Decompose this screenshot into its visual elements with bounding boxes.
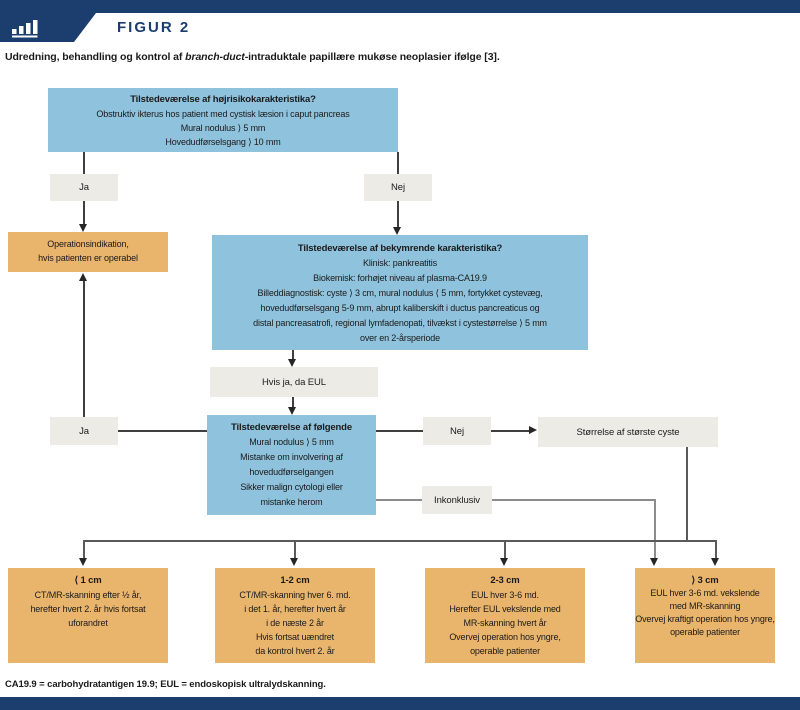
box-line: Biokemisk: forhøjet niveau af plasma-CA1… [313,273,487,283]
label-if-yes-eul: Hvis ja, da EUL [210,367,378,397]
connector [294,540,296,558]
box-high-risk-characteristics: Tilstedeværelse af højrisikokarakteristi… [48,88,398,152]
arrowhead-down [290,558,298,566]
box-size-lt-1cm: ⟨ 1 cm CT/MR-skanning efter ½ år, hereft… [8,568,168,663]
connector [654,499,656,558]
connector [83,540,85,558]
caption-prefix: Udredning, behandling og kontrol af [5,51,186,63]
arrowhead-down [500,558,508,566]
arrowhead-right [529,426,537,434]
box-title: Tilstedeværelse af højrisikokarakteristi… [130,94,316,105]
box-line: da kontrol hvert 2. år [255,646,335,656]
connector [492,499,655,501]
box-size-gt-3cm: ⟩ 3 cm EUL hver 3-6 md. vekslende med MR… [635,568,775,663]
box-line: Sikker malign cytologi eller [240,482,343,492]
box-line: uforandret [68,618,108,628]
connector [686,447,688,540]
box-line: Mural nodulus ⟩ 5 mm [180,123,266,133]
box-line: distal pancreasatrofi, regional lymfaden… [253,318,547,328]
box-line: hovedudførselsgang 5-9 mm, abrupt kalibe… [260,303,540,313]
connector [715,540,717,558]
connector [504,540,506,558]
arrowhead-down [79,558,87,566]
bar-chart-icon [9,18,45,38]
box-line: Herefter EUL vekslende med [449,604,561,614]
arrowhead-down [288,359,296,367]
box-line: Overvej operation hos yngre, [449,632,561,642]
box-line: Klinisk: pankreatitis [363,258,437,268]
box-following-findings: Tilstedeværelse af følgende Mural nodulu… [207,415,376,515]
box-line: Hovedudførselsgang ⟩ 10 mm [165,137,281,147]
box-size-1-2cm: 1-2 cm CT/MR-skanning hver 6. md. i det … [215,568,375,663]
connector [83,281,85,417]
box-line: EUL hver 3-6 md. [471,590,539,600]
arrowhead-down [711,558,719,566]
box-line: med MR-skanning [669,601,741,611]
connector [397,201,399,228]
connector [83,152,85,174]
connector [376,430,423,432]
box-worrisome-characteristics: Tilstedeværelse af bekymrende karakteris… [212,235,588,350]
connector [292,397,294,407]
box-line: Billeddiagnostisk: cyste ⟩ 3 cm, mural n… [257,288,543,298]
box-line: operable patienter [670,627,740,637]
connector [376,499,422,501]
label-inconclusive: Inkonklusiv [422,486,492,514]
label-nej-top: Nej [364,174,432,201]
box-title: ⟨ 1 cm [74,575,102,586]
arrowhead-down [650,558,658,566]
box-line: Mural nodulus ⟩ 5 mm [249,437,334,447]
footnote: CA19.9 = carbohydratantigen 19.9; EUL = … [5,679,326,690]
arrowhead-down [79,224,87,232]
arrowhead-down [393,227,401,235]
box-line: Operationsindikation, [47,239,129,249]
arrowhead-down [288,407,296,415]
box-line: operable patienter [470,646,540,656]
label-ja-top: Ja [50,174,118,201]
figure-tab [0,13,96,42]
box-title: ⟩ 3 cm [691,575,719,586]
box-title: 1-2 cm [280,575,310,586]
figure-caption: Udredning, behandling og kontrol af bran… [5,51,500,63]
connector [292,350,294,360]
top-navy-bar [0,0,800,13]
box-line: i de næste 2 år [266,618,324,628]
label-ja-middle: Ja [50,417,118,445]
box-line: Overvej kraftigt operation hos yngre, [635,614,775,624]
box-line: EUL hver 3-6 md. vekslende [650,588,760,598]
label-cyst-size: Størrelse af største cyste [538,417,718,447]
box-line: CT/MR-skanning efter ½ år, [34,590,142,600]
box-size-2-3cm: 2-3 cm EUL hver 3-6 md. Herefter EUL vek… [425,568,585,663]
connector [491,430,530,432]
box-line: Obstruktiv ikterus hos patient med cysti… [96,109,350,119]
box-operation-indication: Operationsindikation, hvis patienten er … [8,232,168,272]
box-line: CT/MR-skanning hver 6. md. [239,590,351,600]
caption-italic: branch-duct [185,51,245,63]
box-line: mistanke herom [260,497,323,507]
box-title: Tilstedeværelse af bekymrende karakteris… [297,243,503,254]
connector [83,540,717,542]
box-line: hvis patienten er operabel [38,253,138,263]
box-line: over en 2-årsperiode [359,333,441,343]
box-line: MR-skanning hvert år [463,618,547,628]
box-line: i det 1. år, herefter hvert år [244,604,346,614]
box-line: Hvis fortsat uændret [255,632,335,642]
connector [83,201,85,225]
bottom-navy-bar [0,697,800,710]
arrowhead-up [79,273,87,281]
box-title: Tilstedeværelse af følgende [231,422,352,433]
box-line: Mistanke om involvering af [240,452,343,462]
connector [118,430,207,432]
connector [397,152,399,174]
box-title: 2-3 cm [490,575,520,586]
figure-label: FIGUR 2 [117,19,191,36]
box-line: herefter hvert 2. år hvis fortsat [30,604,146,614]
caption-suffix: -intraduktale papillære mukøse neoplasie… [244,51,500,63]
label-nej-middle: Nej [423,417,491,445]
box-line: hovedudførselgangen [249,467,334,477]
